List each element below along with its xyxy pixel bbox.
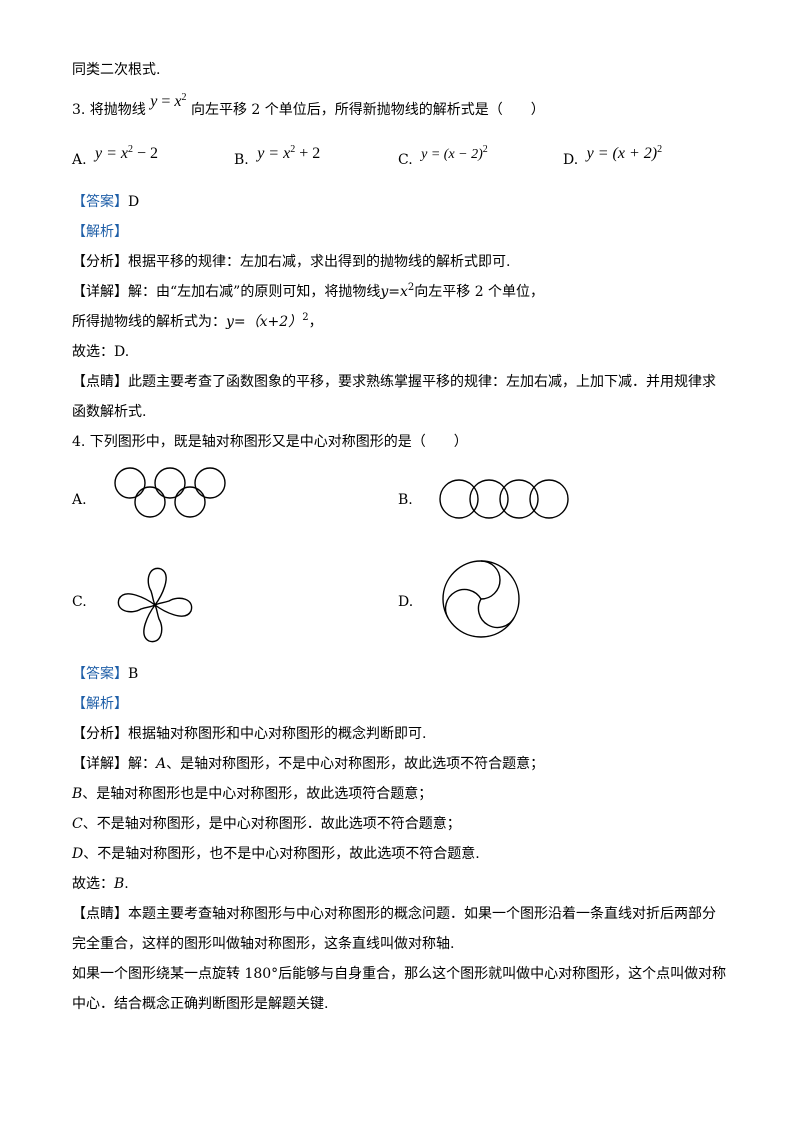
ring (194, 467, 226, 499)
blade (117, 593, 157, 613)
blade (153, 597, 193, 617)
question-4-stem: 4. 下列图形中，既是轴对称图形又是中心对称图形的是（ ） (72, 434, 468, 450)
q3-analysis-tag: 【解析】 (72, 224, 128, 240)
circle (499, 479, 539, 519)
figure-a-rings[interactable] (108, 466, 234, 522)
q4-xiangjie-a: 【详解】解：A、是轴对称图形，不是中心对称图形，故此选项不符合题意； (72, 756, 545, 772)
q3-xiangjie: 【详解】解：由“左加右减”的原则可知，将抛物线y=x2向左平移 2 个单位， (72, 282, 545, 301)
q3-option-b[interactable]: B. y = x2 + 2 (234, 144, 321, 169)
q4-option-c-label[interactable]: C. (72, 594, 87, 610)
q3-choice: 故选：D. (72, 344, 130, 360)
circle (529, 479, 569, 519)
q3-option-d[interactable]: D. y = (x + 2)2 (563, 144, 663, 169)
q4-option-d-label[interactable]: D. (398, 594, 414, 610)
q3-fenxi: 【分析】根据平移的规律：左加右减，求出得到的抛物线的解析式即可. (72, 254, 511, 270)
question-3-stem: 3. 将抛物线 y = x2 向左平移 2 个单位后，所得新抛物线的解析式是（ … (72, 93, 545, 120)
q4-analysis-tag: 【解析】 (72, 696, 128, 712)
q4-dianjing-cont: 中心．结合概念正确判断图形是解题关键. (72, 996, 329, 1012)
circle (439, 479, 479, 519)
q4-dianjing: 【点睛】本题主要考查轴对称图形与中心对称图形的概念问题．如果一个图形沿着一条直线… (72, 906, 716, 922)
figure-b-circles[interactable] (438, 478, 572, 522)
q4-dianjing-cont: 如果一个图形绕某一点旋转 180°后能够与自身重合，那么这个图形就叫做中心对称图… (72, 966, 727, 982)
ring (154, 467, 186, 499)
swirl-arc (480, 560, 501, 600)
figure-d-swirl[interactable] (438, 556, 524, 642)
q4-choice: 故选：B. (72, 876, 129, 892)
swirl-arc (477, 598, 515, 629)
blade (143, 603, 163, 643)
q3-formula: y = x2 (150, 92, 187, 111)
q3-option-c[interactable]: C. y = (x − 2)2 (398, 144, 488, 169)
q4-option-a-label[interactable]: A. (72, 492, 87, 508)
q4-answer: 【答案】B (72, 666, 139, 682)
q3-prefix: 3. 将抛物线 (72, 102, 146, 118)
ring (114, 467, 146, 499)
q4-xiangjie-b: B、是轴对称图形也是中心对称图形，故此选项符合题意； (72, 786, 433, 802)
q3-dianjing: 【点睛】此题主要考查了函数图象的平移，要求熟练掌握平移的规律：左加右减，上加下减… (72, 374, 716, 390)
figure-c-pinwheel[interactable] (114, 566, 196, 644)
q3-option-a[interactable]: A. y = x2 − 2 (72, 144, 159, 169)
swirl-arc (444, 588, 482, 619)
blade (147, 567, 167, 607)
q4-dianjing-cont: 完全重合，这样的图形叫做轴对称图形，这条直线叫做对称轴. (72, 936, 455, 952)
q4-xiangjie-c: C、不是轴对称图形，是中心对称图形．故此选项不符合题意； (72, 816, 461, 832)
q3-answer: 【答案】D (72, 194, 140, 210)
ring (174, 486, 206, 518)
q3-result: 所得抛物线的解析式为：y=（x+2）2， (72, 312, 323, 331)
ring (134, 486, 166, 518)
q4-option-b-label[interactable]: B. (398, 492, 413, 508)
q3-suffix: 向左平移 2 个单位后，所得新抛物线的解析式是（ ） (190, 102, 545, 118)
q3-dianjing-cont: 函数解析式. (72, 404, 147, 420)
text-line: 同类二次根式. (72, 62, 161, 78)
q4-xiangjie-d: D、不是轴对称图形，也不是中心对称图形，故此选项不符合题意. (72, 846, 480, 862)
q4-fenxi: 【分析】根据轴对称图形和中心对称图形的概念判断即可. (72, 726, 427, 742)
circle (469, 479, 509, 519)
